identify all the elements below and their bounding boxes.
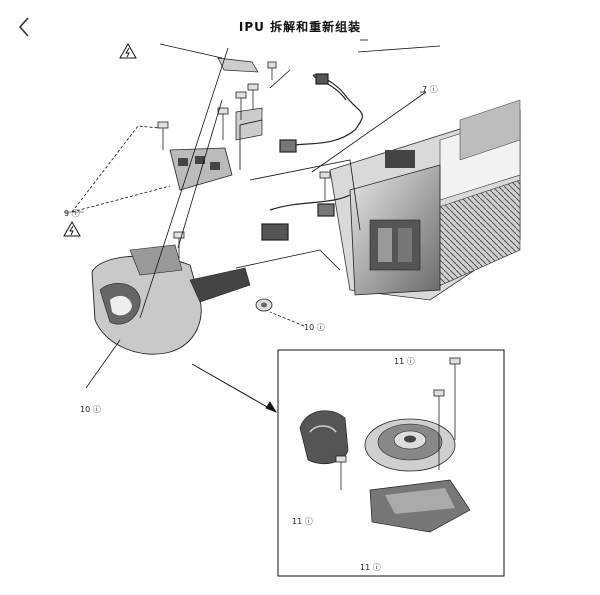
inset-detail-parts	[299, 357, 471, 533]
callout-11c: 11 ⓘ	[360, 563, 381, 572]
wire-harness	[261, 73, 363, 241]
callout-11a: 11 ⓘ	[394, 357, 415, 366]
upper-bracket	[169, 57, 263, 191]
grommet	[255, 298, 273, 312]
chevron-left-icon	[18, 17, 29, 37]
callout-7: 7 ⓘ	[422, 85, 438, 94]
leader-lines	[85, 39, 441, 413]
back-button[interactable]	[14, 14, 36, 40]
callout-10b: 10 ⓘ	[80, 405, 101, 414]
callout-11b: 11 ⓘ	[292, 517, 313, 526]
bolt-set	[157, 61, 331, 262]
duct-assembly	[91, 244, 251, 355]
high-voltage-warning-icon	[63, 220, 81, 237]
callout-10a: 10 ⓘ	[304, 323, 325, 332]
page-title: IPU 拆解和重新组装	[238, 20, 362, 34]
callout-9: 9 ⓘ	[64, 209, 80, 218]
high-voltage-warning-icon	[119, 42, 137, 59]
ipu-assembly	[329, 99, 521, 301]
